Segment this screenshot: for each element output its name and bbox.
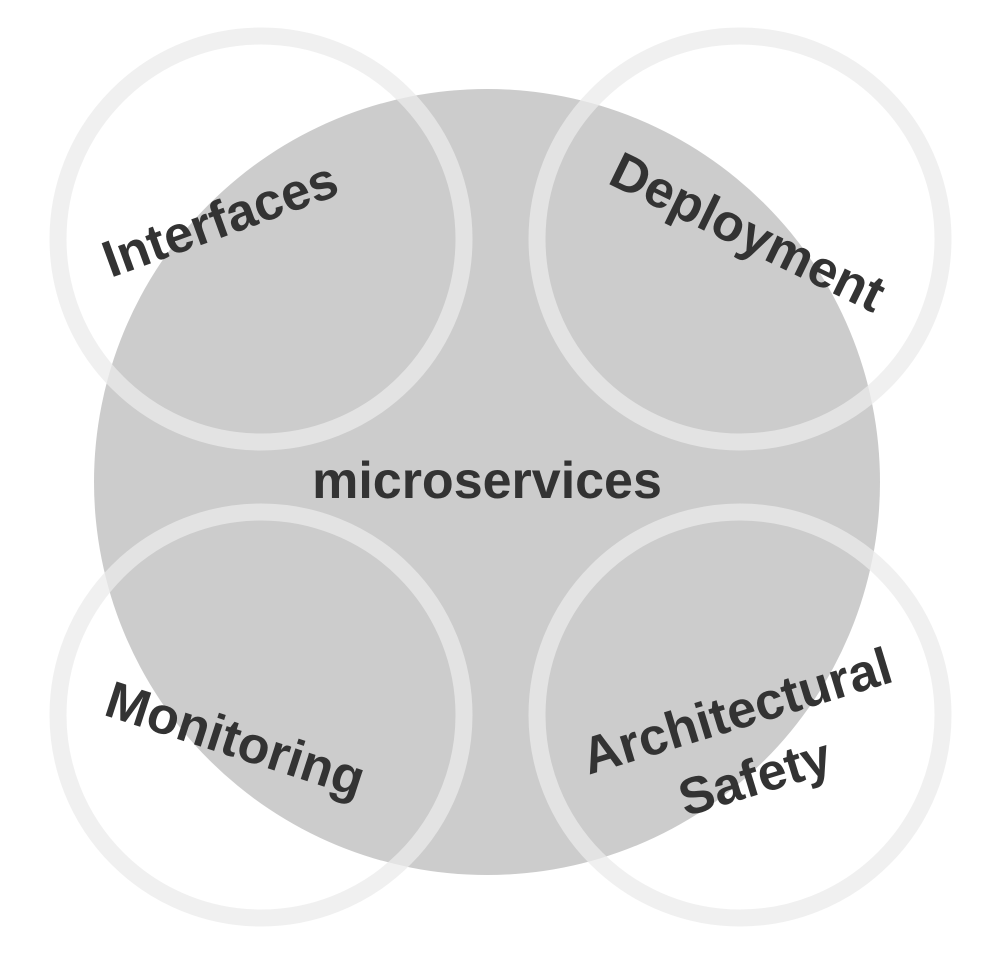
ring-deployment [528, 27, 952, 451]
center-label: microservices [312, 452, 662, 510]
core-circle [94, 89, 880, 875]
ring-architectural-safety [528, 503, 952, 927]
ring-monitoring [49, 503, 473, 927]
ring-interfaces [49, 27, 473, 451]
